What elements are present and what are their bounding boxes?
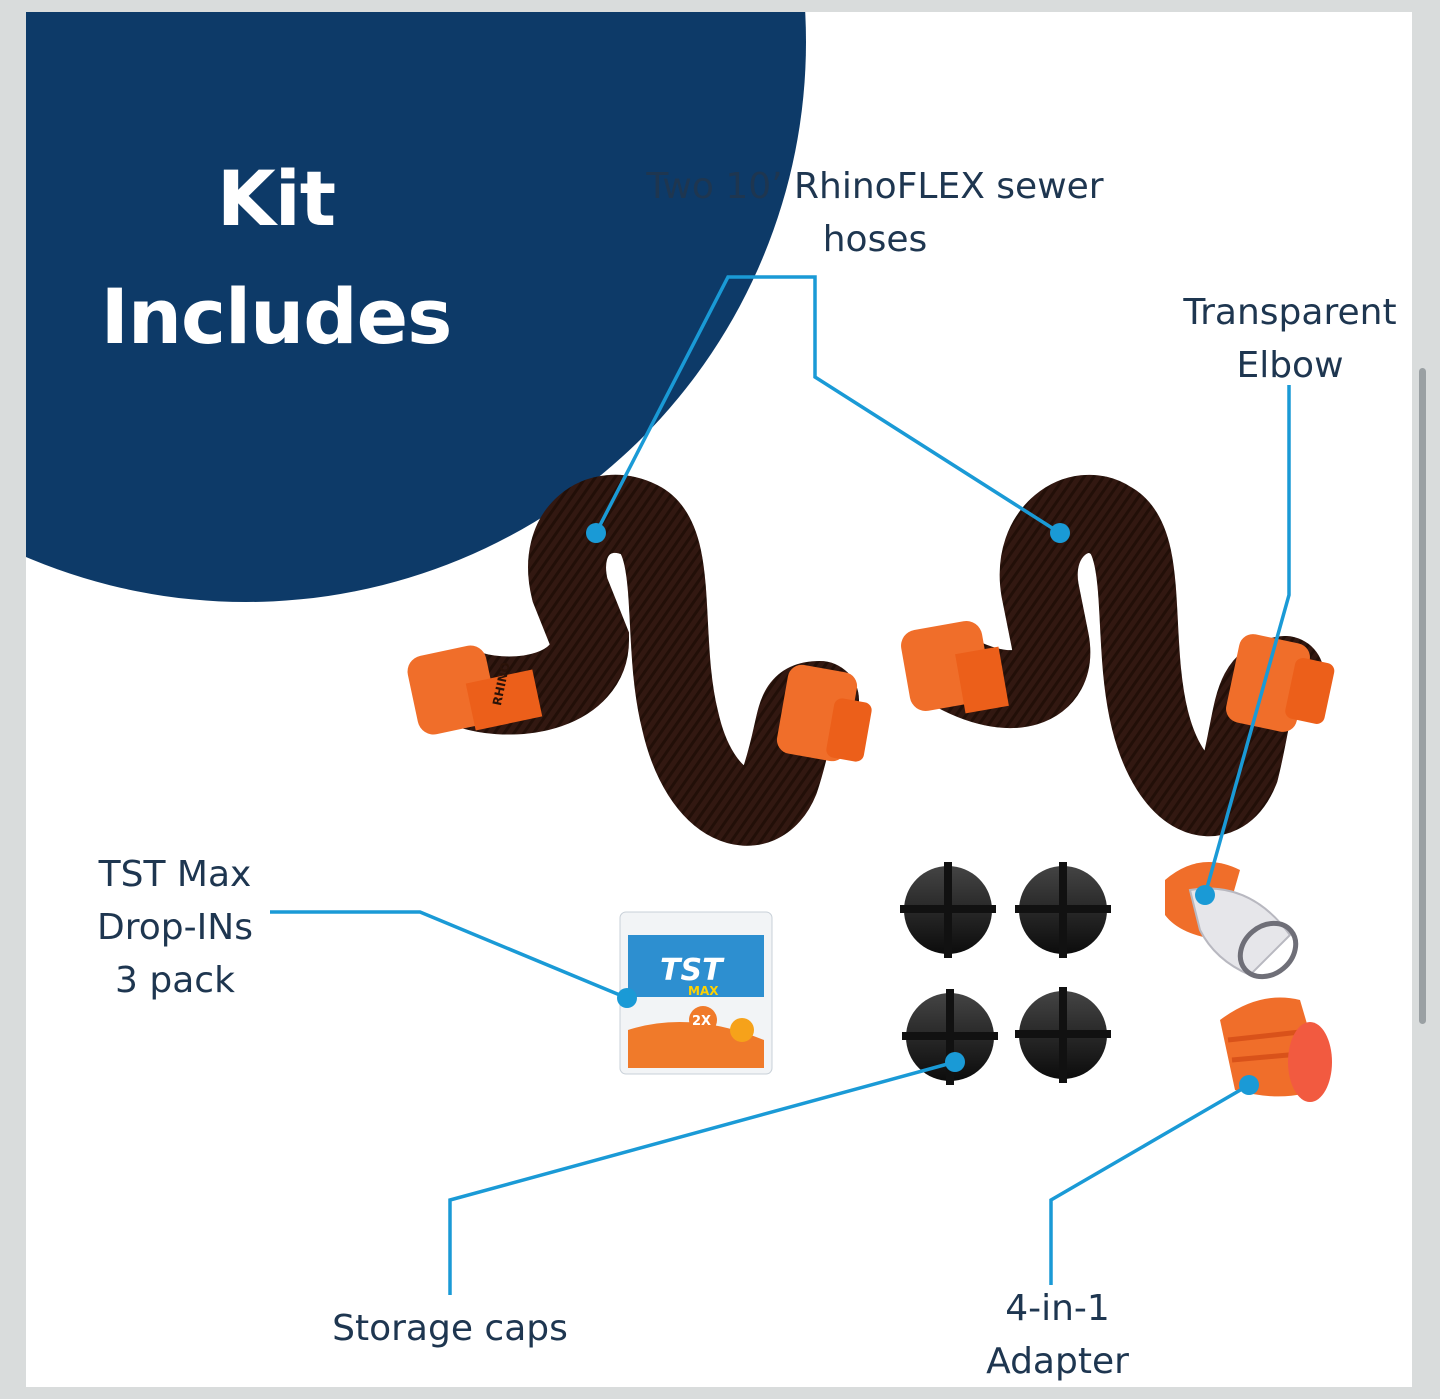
scrollbar[interactable] [1419,368,1426,1024]
packet-image: TST MAX 2X [619,911,773,1075]
callout-adapter: 4-in-1 Adapter [950,1282,1165,1388]
hose-image: RHINO [407,474,872,846]
callout-elbow-line2: Elbow [1236,345,1344,386]
callout-tst-line1: TST Max [98,854,252,895]
leader-lines [270,275,1291,1295]
callout-tst-line3: 3 pack [115,960,235,1001]
leader-dots [586,523,1259,1095]
leader-hoses-left [594,275,1061,535]
packet-badge: 2X [692,1014,711,1029]
callout-caps-line1: Storage caps [332,1308,568,1349]
cap-image [1015,987,1111,1083]
packet-brand: TST [660,953,725,988]
hose-fitting-right [776,664,872,762]
hose-fitting-right [1226,634,1335,732]
hose-fitting-left: RHINO [407,645,543,735]
callout-adapter-line1: 4-in-1 [1005,1288,1110,1329]
callout-tst: TST Max Drop-INs 3 pack [60,848,290,1007]
badge-title: Kit Includes [46,140,506,376]
hose-image [901,474,1335,837]
adapter-image [1220,997,1332,1102]
leader-caps [448,1060,956,1295]
cap-image [1015,862,1111,958]
badge-title-line2: Includes [100,272,453,361]
elbow-image [1165,862,1299,980]
cap-image [900,862,996,958]
callout-elbow: Transparent Elbow [1160,286,1420,392]
cap-image [902,989,998,1085]
callout-hoses-line1: Two 10’ RhinoFLEX sewer [646,166,1104,207]
callout-elbow-line1: Transparent [1183,292,1397,333]
leader-elbow [1203,385,1291,896]
leader-adapter [1049,1083,1250,1285]
callout-hoses: Two 10’ RhinoFLEX sewer hoses [600,160,1150,266]
callout-caps: Storage caps [300,1302,600,1355]
leader-tst [270,910,628,1000]
packet-sub: MAX [688,984,719,998]
hose-fitting-left [901,621,1009,714]
callout-tst-line2: Drop-INs [97,907,253,948]
badge-title-line1: Kit [216,154,336,243]
callout-hoses-line2: hoses [822,219,928,260]
callout-adapter-line2: Adapter [986,1341,1129,1382]
